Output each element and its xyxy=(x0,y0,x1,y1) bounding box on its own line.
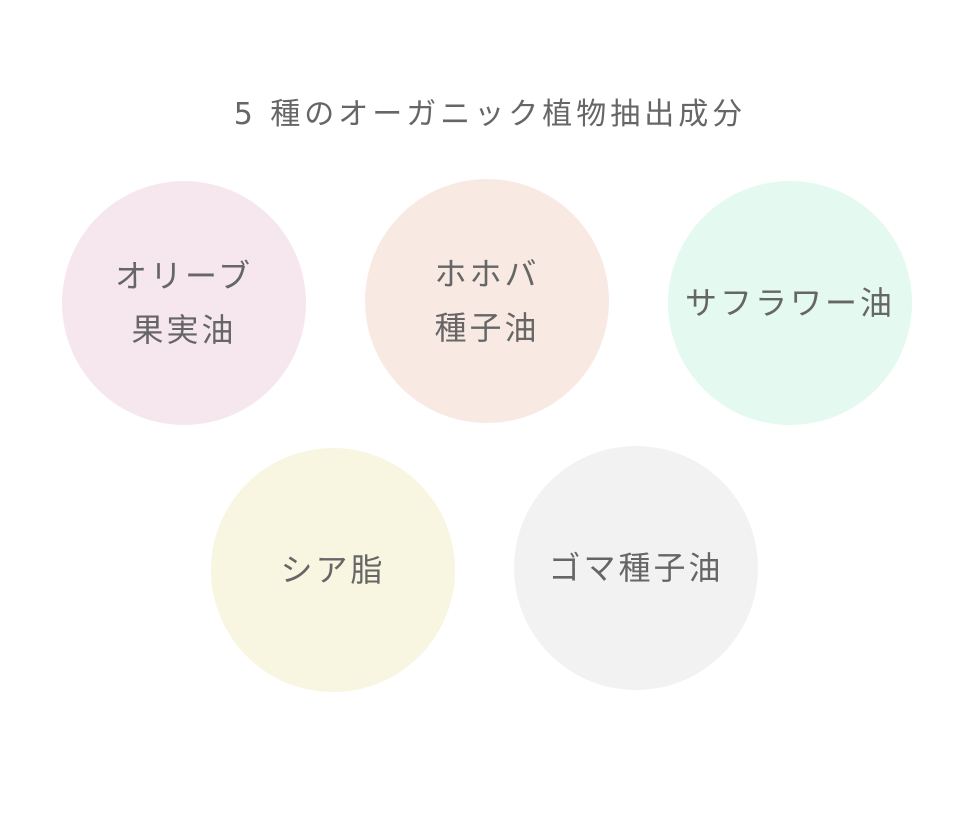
ingredient-label-shea: シア脂 xyxy=(280,543,385,597)
ingredient-label-line: 果実油 xyxy=(131,311,237,349)
ingredient-label-line: シア脂 xyxy=(280,551,386,589)
ingredient-label-olive: オリーブ 果実油 xyxy=(115,249,253,357)
ingredient-label-jojoba: ホホバ 種子油 xyxy=(434,247,539,355)
page-title: 5 種のオーガニック植物抽出成分 xyxy=(233,97,747,132)
ingredient-label-line: ゴマ種子油 xyxy=(548,549,724,587)
ingredient-circle-safflower: サフラワー油 xyxy=(668,181,912,425)
ingredient-label-line: ホホバ xyxy=(434,255,540,293)
ingredient-label-safflower: サフラワー油 xyxy=(685,276,895,330)
ingredient-label-line: サフラワー油 xyxy=(684,284,895,322)
ingredient-circle-shea: シア脂 xyxy=(211,448,455,692)
ingredient-label-line: オリーブ xyxy=(114,257,254,295)
ingredient-circle-sesame: ゴマ種子油 xyxy=(514,446,758,690)
ingredient-label-sesame: ゴマ種子油 xyxy=(548,541,723,595)
ingredient-label-line: 種子油 xyxy=(434,309,540,347)
ingredient-circle-olive: オリーブ 果実油 xyxy=(62,181,306,425)
ingredient-circle-jojoba: ホホバ 種子油 xyxy=(365,179,609,423)
